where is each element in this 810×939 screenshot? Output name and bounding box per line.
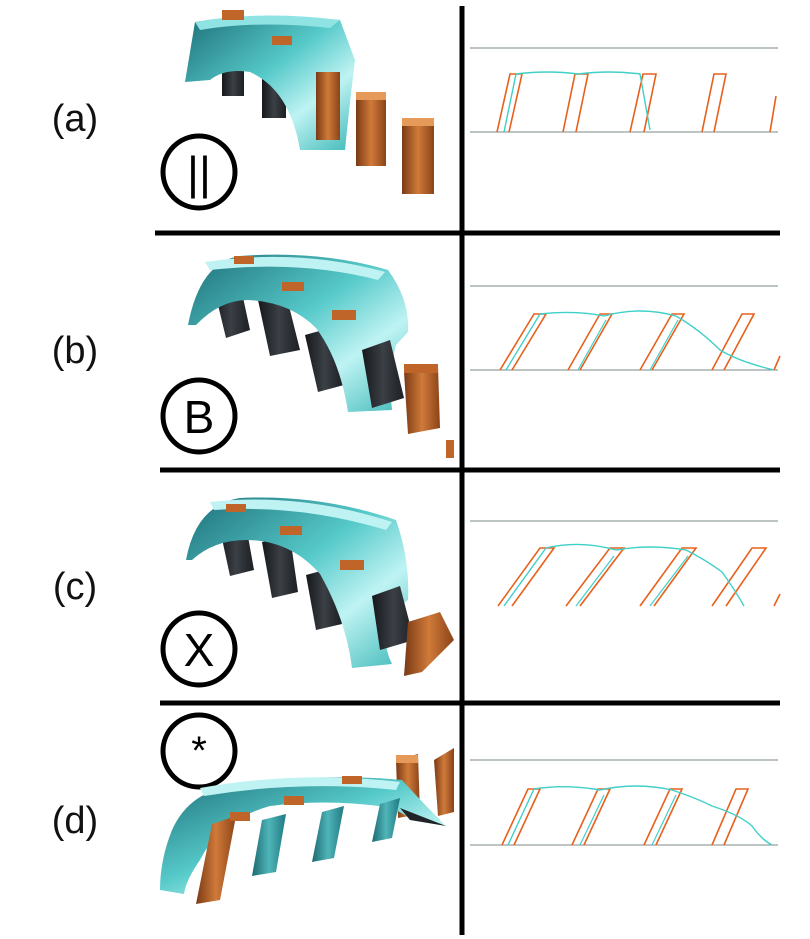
row-a-profile: [470, 47, 778, 133]
row-d-symbol-text: *: [191, 729, 207, 773]
row-b-image: [188, 254, 454, 458]
row-d-image: [160, 748, 454, 904]
row-a-image: [185, 10, 434, 194]
row-c-symbol-text: X: [184, 624, 215, 676]
row-b-symbol-text: B: [184, 391, 215, 443]
row-a-symbol: ||: [160, 133, 238, 211]
row-a-label: (a): [51, 98, 99, 140]
row-b-profile: [470, 285, 781, 371]
row-d-symbol: *: [160, 712, 238, 790]
row-c-label: (c): [52, 566, 98, 608]
panel-dividers: [155, 6, 780, 935]
row-c-image: [186, 497, 454, 676]
row-c-symbol: X: [160, 610, 238, 688]
row-c-profile: [470, 520, 781, 607]
row-d-label: (d): [51, 800, 99, 842]
row-b-label: (b): [51, 330, 99, 372]
row-d-profile: [470, 759, 778, 846]
row-a-symbol-text: ||: [187, 147, 211, 199]
row-b-symbol: B: [160, 377, 238, 455]
